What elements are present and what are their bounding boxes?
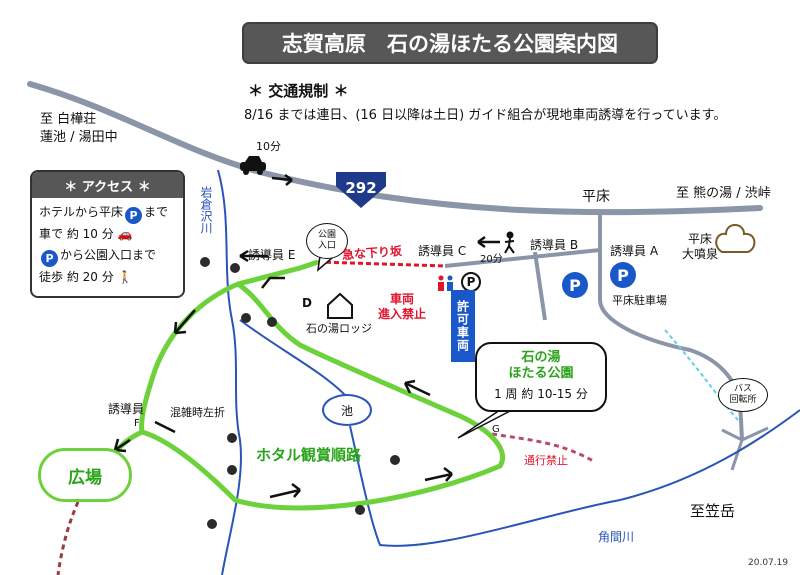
label-hirado: 平床 [582,189,610,205]
route-292-road [27,81,763,216]
parking-icon-b: P [562,272,588,298]
label-g: G [492,424,500,435]
access-line1a: ホテルから平床 [39,205,124,219]
map-title: 志賀高原 石の湯ほたる公園案内図 [242,22,658,64]
traffic-heading: ＊ 交通規制 ＊ [248,82,349,100]
access-line3: から公園入口まで [60,248,157,262]
label-geyser: 平床 大噴泉 [682,232,719,261]
label-to-kasagatake: 至笠岳 [690,502,736,520]
label-firefly-route: ホタル観賞順路 [256,446,362,464]
access-line2: 車で 約 10 分 [39,227,114,241]
label-lodge-d: D [302,296,312,310]
parking-icon: P [125,207,143,224]
kakuma-river [349,409,800,547]
parking-icon: P [41,250,58,267]
pond: 池 [322,394,372,426]
park-loop-time: 1 周 約 10-15 分 [494,387,588,401]
geyser-icon [715,224,756,253]
park-callout: 石の湯 ほたる公園 1 周 約 10-15 分 [475,342,607,412]
trail-entrance [237,259,319,287]
direction-arrows [113,173,500,499]
label-kakuma-river: 角間川 [598,530,635,544]
river-branch [239,319,346,396]
car-icon [240,156,266,175]
park-name-2: ほたる公園 [508,366,574,381]
label-park-entrance: 公園 入口 [317,230,336,251]
access-heading: ＊ アクセス ＊ [32,172,183,198]
walker-icon: 🚶 [117,270,133,284]
guide-f: 誘導員 [108,402,145,416]
label-hirado-parking: 平床駐車場 [612,294,667,307]
guide-e: 誘導員 E [248,248,296,262]
toilet-icon [438,275,453,291]
closed-path [491,432,596,464]
side-road-spur [533,251,547,321]
firefly-trail [139,281,505,511]
guide-c: 誘導員 C [418,244,467,258]
walker-icon [504,231,515,254]
label-no-passage: 通行禁止 [524,454,568,467]
label-bus-turnaround: バス 回転所 [729,384,757,405]
label-to-shirakaba: 至 白樺荘 [40,112,97,127]
map-date: 20.07.19 [748,558,789,568]
label-crowd-left: 混雑時左折 [170,406,225,419]
plaza: 広場 [38,448,132,502]
dashed-cyan-path [664,329,739,421]
parking-icon-a: P [610,262,636,288]
label-walk-time: 20分 [480,254,503,265]
label-no-vehicles: 車両 進入禁止 [378,292,427,321]
permit-vehicles-sign: 許可車両 [451,290,475,362]
bus-turnaround-callout: バス 回転所 [718,378,768,412]
bus-turn-branches [721,426,769,471]
iwakura-river [217,169,242,575]
entrance-callout: 公園 入口 [306,223,348,259]
label-drive-time: 10分 [256,140,281,153]
label-f: F [134,418,140,429]
firefly-markers [200,257,400,529]
access-line4: 徒歩 約 20 分 [39,270,114,284]
traffic-notice: 8/16 までは連日、(16 日以降は土日) ガイド組合が現地車両誘導を行ってい… [244,108,727,123]
label-iwakura-river: 岩倉沢川 [199,186,213,234]
steep-slope-path [317,260,446,268]
label-lodge: 石の湯ロッジ [306,322,372,335]
access-line1b: まで [144,205,169,219]
side-road [444,248,601,268]
guide-a: 誘導員 A [610,244,659,258]
parking-icon-outline: P [461,272,481,292]
label-hasuike: 蓮池 / 湯田中 [40,130,118,145]
guide-b: 誘導員 B [530,238,579,252]
label-to-kumanoyu: 至 熊の湯 / 渋峠 [676,186,771,201]
park-name-1: 石の湯 [521,350,561,365]
plaza-trail [56,501,80,575]
car-icon: 🚗 [117,227,133,241]
house-icon [327,292,353,319]
